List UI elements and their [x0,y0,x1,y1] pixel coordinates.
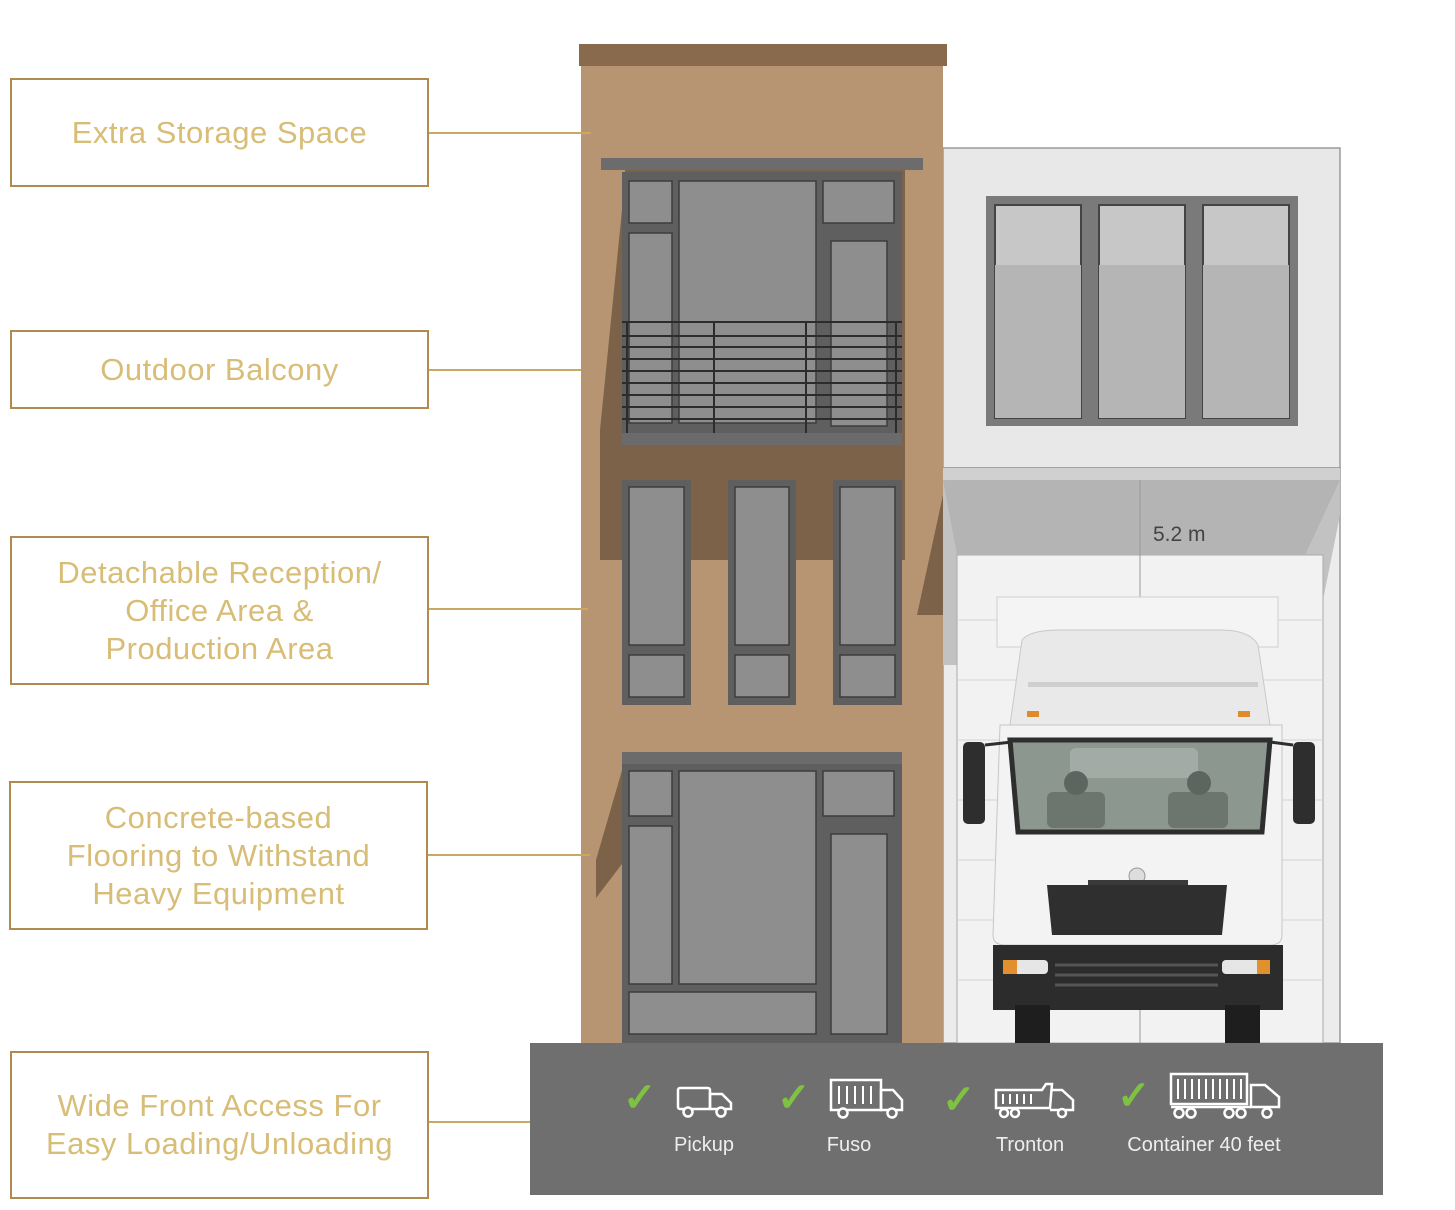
leader-line-storage [429,132,591,134]
pickup-truck-icon [676,1086,733,1118]
tronton-dump-truck-icon [994,1082,1075,1119]
vehicle-label-tronton: Tronton [995,1134,1065,1156]
callout-outdoor-balcony: Outdoor Balcony [10,330,429,409]
callout-extra-storage: Extra Storage Space [10,78,429,187]
checkmark-icon: ✓ [942,1078,976,1122]
fuso-truck-icon [829,1078,904,1119]
vehicle-access-bar [530,1043,1383,1195]
callout-reception-office: Detachable Reception/ Office Area & Prod… [10,536,429,685]
checkmark-icon: ✓ [623,1076,657,1120]
main-building [579,44,947,1043]
callout-wide-front-access: Wide Front Access For Easy Loading/Unloa… [10,1051,429,1199]
vehicle-label-container: Container 40 feet [1127,1134,1281,1156]
vehicle-label-fuso: Fuso [826,1134,872,1156]
container-truck-icon [1169,1072,1281,1119]
leader-line-front-access [429,1121,591,1123]
dimension-label: 5.2 m [1153,523,1206,546]
checkmark-icon: ✓ [1117,1074,1151,1118]
callout-concrete-flooring: Concrete-based Flooring to Withstand Hea… [9,781,428,930]
leader-line-reception [429,608,588,610]
balcony-railing [622,321,902,433]
box-truck-illustration [963,596,1315,1043]
checkmark-icon: ✓ [777,1076,811,1120]
leader-line-flooring [428,854,590,856]
vehicle-label-pickup: Pickup [673,1134,735,1156]
leader-line-balcony [429,369,581,371]
